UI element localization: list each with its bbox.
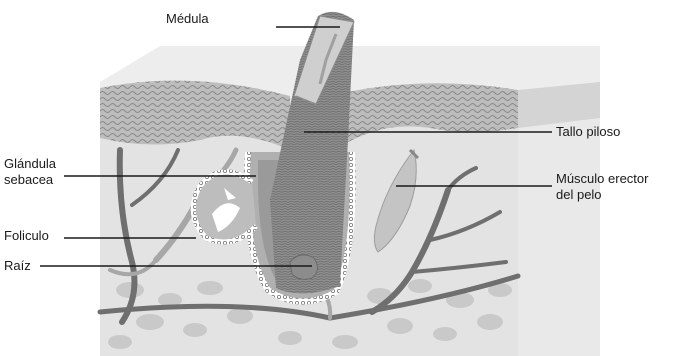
label-medula: Médula [166, 11, 209, 27]
label-tallo-piloso: Tallo piloso [556, 124, 620, 140]
label-raiz: Raíz [4, 258, 31, 274]
hair-root [290, 255, 318, 280]
label-musculo-erector: Músculo erector del pelo [556, 171, 648, 203]
label-foliculo: Foliculo [4, 228, 49, 244]
label-glandula-sebacea: Glándula sebacea [4, 156, 56, 188]
sebaceous-gland [193, 172, 256, 242]
